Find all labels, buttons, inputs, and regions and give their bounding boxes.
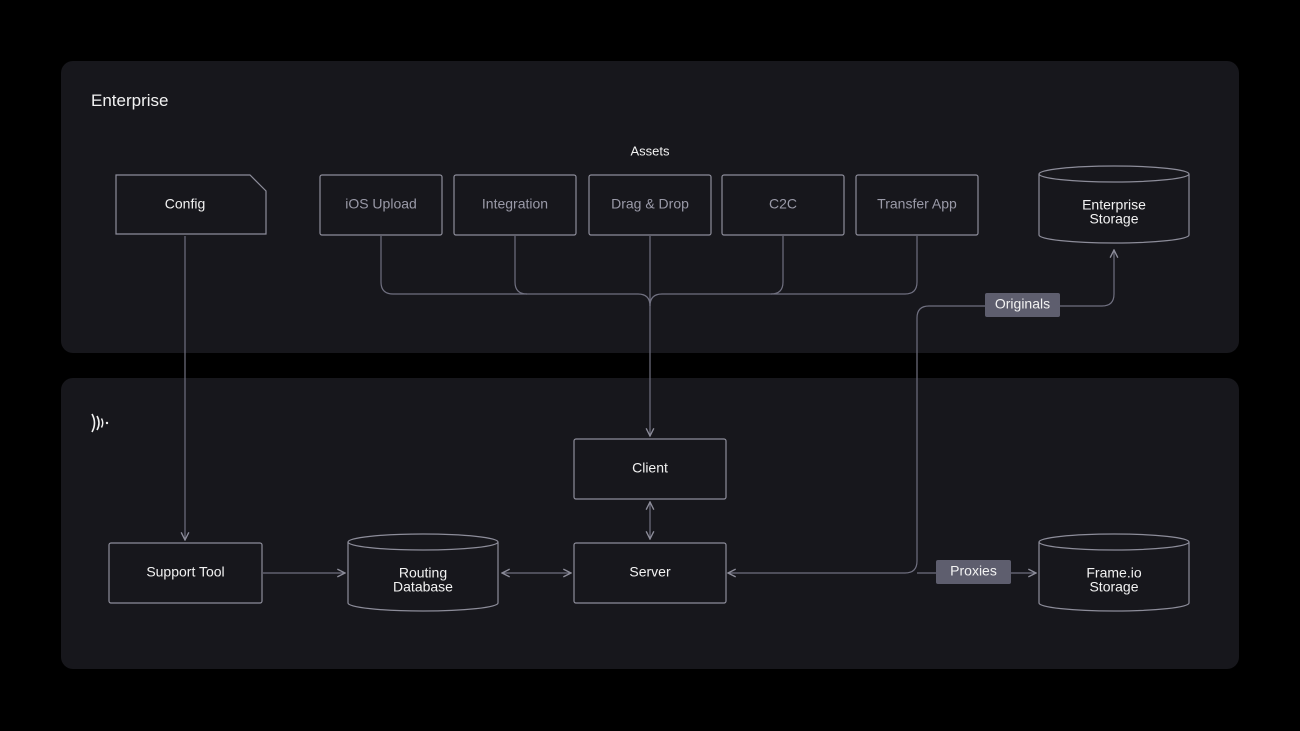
server-node: Server <box>573 542 727 604</box>
assets-heading: Assets <box>630 143 670 158</box>
frameio-logo-icon <box>91 413 109 433</box>
ios-upload-node: iOS Upload <box>319 174 443 236</box>
routing-database-node: Routing Database <box>347 533 499 612</box>
client-node: Client <box>573 438 727 500</box>
server-to-enterprise-storage-line <box>728 250 1114 573</box>
routing-database-label-2: Database <box>393 579 453 595</box>
originals-tag: Originals <box>985 293 1060 317</box>
enterprise-title: Enterprise <box>91 91 169 110</box>
originals-label: Originals <box>995 296 1050 312</box>
proxies-tag: Proxies <box>936 560 1011 584</box>
ios-upload-line <box>380 236 651 307</box>
frameio-storage-node: Frame.io Storage <box>1038 533 1190 612</box>
c2c-line <box>770 236 784 295</box>
proxies-label: Proxies <box>950 563 997 579</box>
c2c-label: C2C <box>769 196 797 212</box>
server-label: Server <box>629 564 671 580</box>
integration-label: Integration <box>482 196 548 212</box>
drag-drop-node: Drag & Drop <box>588 174 712 236</box>
transfer-app-label: Transfer App <box>877 196 957 212</box>
integration-node: Integration <box>453 174 577 236</box>
client-label: Client <box>632 460 668 476</box>
enterprise-storage-label-1: Enterprise <box>1082 197 1146 213</box>
frameio-storage-label-1: Frame.io <box>1086 565 1141 581</box>
support-tool-node: Support Tool <box>108 542 263 604</box>
ios-upload-label: iOS Upload <box>345 196 417 212</box>
c2c-node: C2C <box>721 174 845 236</box>
enterprise-storage-node: Enterprise Storage <box>1038 165 1190 244</box>
config-label: Config <box>165 196 205 212</box>
routing-database-label-1: Routing <box>399 565 447 581</box>
integration-line <box>514 236 528 295</box>
connector-lines <box>185 236 1114 573</box>
drag-drop-label: Drag & Drop <box>611 196 689 212</box>
transfer-app-node: Transfer App <box>855 174 979 236</box>
enterprise-storage-label-2: Storage <box>1089 211 1138 227</box>
support-tool-label: Support Tool <box>146 564 224 580</box>
frameio-storage-label-2: Storage <box>1089 579 1138 595</box>
config-node: Config <box>115 174 267 235</box>
